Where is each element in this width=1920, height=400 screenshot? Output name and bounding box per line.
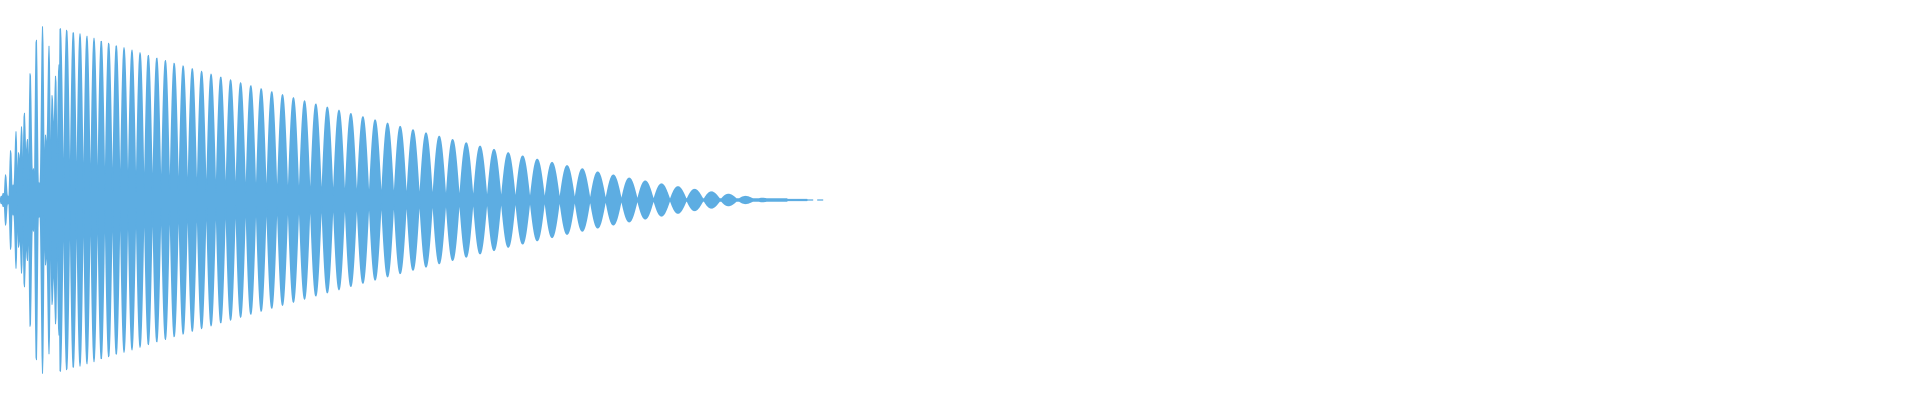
waveform-shape [0, 26, 808, 374]
